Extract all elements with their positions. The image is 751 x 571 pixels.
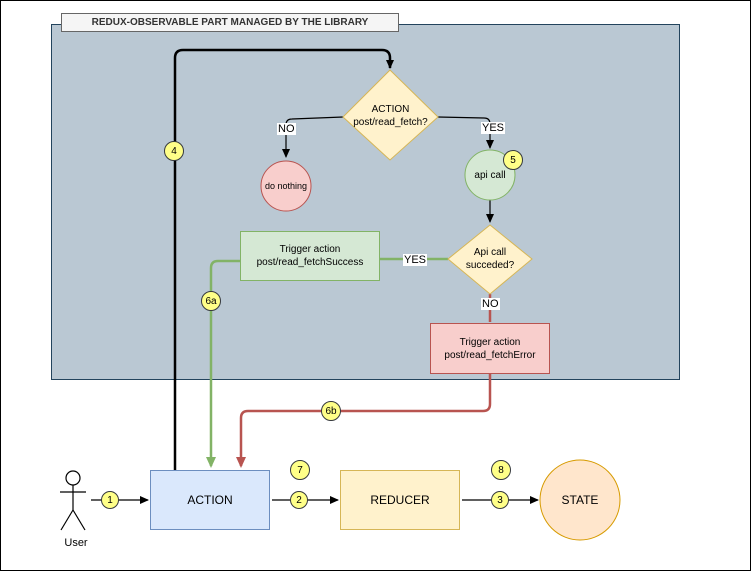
- trigger-success: Trigger action post/read_fetchSuccess: [240, 231, 380, 281]
- step-1-badge: 1: [101, 491, 119, 509]
- edge-label-no-error: NO: [481, 298, 500, 310]
- step-7-badge: 7: [290, 460, 310, 480]
- edge-action-to-decision: [173, 48, 394, 470]
- edge-success: [211, 257, 448, 466]
- state-shape: [539, 459, 621, 541]
- step-5-badge: 5: [503, 150, 523, 170]
- step-3-badge: 3: [491, 491, 509, 509]
- api-call: api call: [474, 169, 506, 181]
- step-6b-badge: 6b: [321, 401, 341, 421]
- user-label: User: [64, 537, 88, 549]
- edge-label-no: NO: [277, 123, 296, 135]
- decision-api: Api call succeded?: [465, 247, 515, 271]
- step-4-badge: 4: [164, 141, 184, 161]
- step-6a-badge: 6a: [201, 291, 221, 311]
- edge-label-yes-success: YES: [403, 254, 428, 266]
- do-nothing-shape: [260, 160, 312, 212]
- api-call-shape: [464, 149, 516, 201]
- step-8-badge: 8: [491, 460, 511, 480]
- state-label: STATE: [561, 493, 599, 507]
- decision-action: ACTION post/read_fetch?: [353, 104, 428, 128]
- action-box: ACTION: [150, 470, 270, 530]
- user-icon: [60, 470, 86, 531]
- do-nothing: do nothing: [264, 180, 308, 191]
- decision-api-shape: [447, 224, 533, 295]
- region-title: REDUX-OBSERVABLE PART MANAGED BY THE LIB…: [61, 13, 399, 32]
- library-region: [51, 24, 680, 380]
- trigger-error: Trigger action post/read_fetchError: [430, 323, 550, 374]
- edge-label-yes: YES: [481, 122, 506, 134]
- decision-action-shape: [342, 69, 439, 161]
- reducer-box: REDUCER: [340, 470, 460, 530]
- edge-error: [236, 374, 492, 468]
- step-2-badge: 2: [290, 491, 308, 509]
